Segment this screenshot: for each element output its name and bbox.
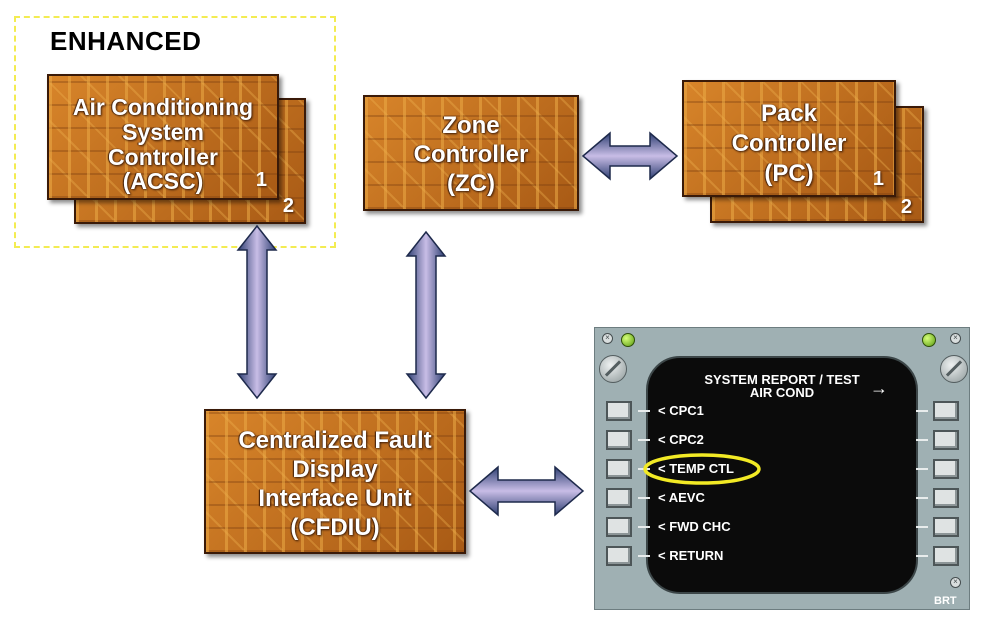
enhanced-region-border <box>14 16 336 248</box>
key-dash <box>638 410 650 412</box>
cfdiu-title-line-3: Interface Unit <box>258 485 412 512</box>
zc-pc-arrow <box>581 131 679 181</box>
brightness-knob-icon[interactable] <box>599 355 627 383</box>
cfdiu-title-line-4: (CFDIU) <box>290 514 380 541</box>
acsc-title-line-4: (ACSC) <box>122 168 204 194</box>
menu-item-cpc1[interactable]: < CPC1 <box>658 403 704 418</box>
right-line-select-key-1[interactable] <box>933 401 959 421</box>
cfdiu-title-line-2: Display <box>292 456 378 483</box>
zc-cfdiu-arrow <box>405 230 447 400</box>
cfdiu-cdu-arrow <box>468 465 585 517</box>
acsc-unit-2-number: 2 <box>282 195 294 217</box>
pc-title-line-3: (PC) <box>764 160 814 187</box>
screw-icon: × <box>950 577 961 588</box>
acsc-title-line-2: System <box>122 119 204 145</box>
next-page-arrow-icon[interactable]: → <box>870 378 888 398</box>
cdu-screen: SYSTEM REPORT / TEST AIR COND → <box>646 356 918 594</box>
acsc-title-line-3: Controller <box>108 144 218 170</box>
key-dash <box>638 439 650 441</box>
screen-title: SYSTEM REPORT / TEST <box>704 372 860 387</box>
zc-title-line-1: Zone <box>442 112 500 139</box>
left-line-select-key-6[interactable] <box>606 546 632 566</box>
screw-icon: × <box>602 333 613 344</box>
pc-title-line-2: Controller <box>731 130 847 157</box>
key-dash <box>916 410 928 412</box>
right-line-select-key-4[interactable] <box>933 488 959 508</box>
key-dash <box>638 497 650 499</box>
annunciator-light-icon <box>922 333 936 347</box>
screw-icon: × <box>950 333 961 344</box>
screen-subtitle: AIR COND <box>749 385 815 400</box>
right-line-select-key-3[interactable] <box>933 459 959 479</box>
zc-title-line-2: Controller <box>413 141 529 168</box>
right-line-select-key-6[interactable] <box>933 546 959 566</box>
pc-unit-1-board: Pack Controller (PC) 1 <box>682 80 896 197</box>
cfdiu-title-line-1: Centralized Fault <box>238 427 432 454</box>
annunciator-light-icon <box>621 333 635 347</box>
pc-unit-2-number: 2 <box>900 196 912 218</box>
zone-controller-board: Zone Controller (ZC) <box>363 95 579 211</box>
menu-item-return[interactable]: < RETURN <box>658 548 724 563</box>
left-line-select-key-4[interactable] <box>606 488 632 508</box>
menu-item-cpc2[interactable]: < CPC2 <box>658 432 704 447</box>
pc-title-line-1: Pack <box>760 100 818 127</box>
acsc-title-line-1: Air Conditioning <box>72 94 254 120</box>
cfdiu-board: Centralized Fault Display Interface Unit… <box>204 409 466 554</box>
right-line-select-key-2[interactable] <box>933 430 959 450</box>
pc-unit-1-number: 1 <box>872 168 884 190</box>
acsc-unit-1-number: 1 <box>255 169 267 191</box>
left-line-select-key-5[interactable] <box>606 517 632 537</box>
key-dash <box>916 468 928 470</box>
key-dash <box>638 555 650 557</box>
key-dash <box>916 439 928 441</box>
brightness-knob-icon[interactable] <box>940 355 968 383</box>
left-line-select-key-2[interactable] <box>606 430 632 450</box>
acsc-cfdiu-arrow <box>236 224 278 400</box>
menu-item-temp-ctl[interactable]: < TEMP CTL <box>658 461 734 476</box>
key-dash <box>916 497 928 499</box>
brightness-label: BRT <box>934 595 957 607</box>
key-dash <box>916 526 928 528</box>
acsc-unit-1-board: Air Conditioning System Controller (ACSC… <box>47 74 279 200</box>
zc-title-line-3: (ZC) <box>447 170 495 197</box>
left-line-select-key-1[interactable] <box>606 401 632 421</box>
highlight-ring <box>643 453 761 485</box>
menu-item-aevc[interactable]: < AEVC <box>658 490 705 505</box>
left-line-select-key-3[interactable] <box>606 459 632 479</box>
key-dash <box>638 526 650 528</box>
menu-item-fwd-chc[interactable]: < FWD CHC <box>658 519 731 534</box>
key-dash <box>916 555 928 557</box>
right-line-select-key-5[interactable] <box>933 517 959 537</box>
enhanced-label: ENHANCED <box>50 26 202 56</box>
